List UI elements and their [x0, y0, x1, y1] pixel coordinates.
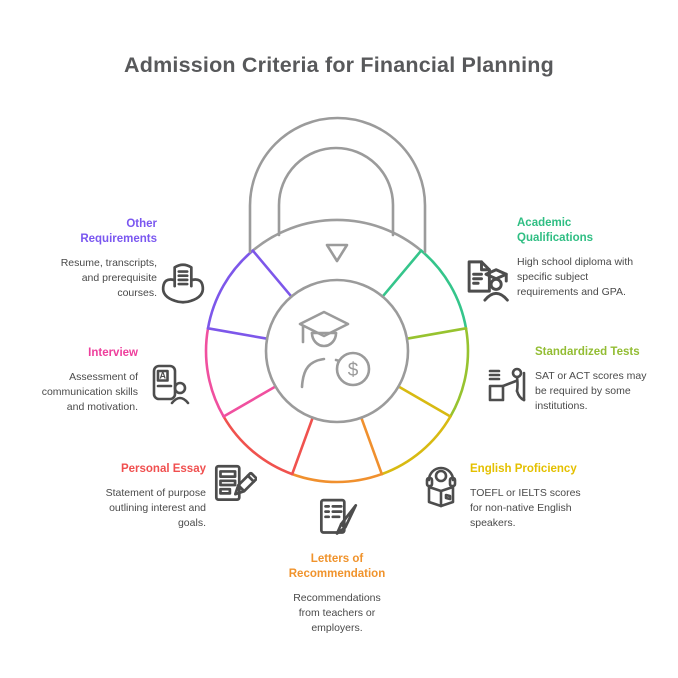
ring-divider — [397, 385, 452, 418]
section-heading: Standardized Tests — [535, 346, 640, 358]
inner-circle — [264, 278, 410, 424]
exam-desk-icon — [488, 367, 526, 402]
section-interview: Interview Assessment of communication sk… — [34, 346, 138, 416]
dollar-coin — [335, 351, 371, 387]
graduate-money-icon: $ — [298, 310, 371, 389]
headphones-book-icon — [425, 466, 457, 508]
section-heading: Letters of Recommendation — [288, 553, 386, 580]
dollar-symbol: $ — [348, 360, 359, 381]
ring-divider — [359, 416, 384, 476]
section-english-proficiency: English Proficiency TOEFL or IELTS score… — [470, 462, 584, 532]
ring-divider — [290, 416, 315, 476]
ring-segment-personal-essay — [222, 415, 294, 476]
ring-segment-english-proficiency — [380, 415, 452, 476]
ring-divider — [251, 249, 293, 298]
section-description: Resume, transcripts, and prerequisite co… — [60, 256, 157, 300]
ring-segment-other-requirements — [206, 249, 255, 330]
section-description: Recommendations from teachers or employe… — [293, 591, 381, 635]
section-other-requirements: Other Requirements Resume, transcripts, … — [47, 217, 157, 302]
section-description: Statement of purpose outlining interest … — [105, 486, 206, 530]
section-standardized-tests: Standardized Tests SAT or ACT scores may… — [535, 345, 649, 415]
ring-divider — [222, 385, 277, 418]
diploma-graduate-icon — [467, 260, 509, 302]
section-description: High school diploma with specific subjec… — [517, 255, 634, 299]
shackle-inner-arc — [277, 146, 395, 237]
ring-segment-top-gray — [251, 218, 423, 252]
page-title: Admission Criteria for Financial Plannin… — [124, 53, 554, 77]
section-academic-qualifications: Academic Qualifications High school dipl… — [517, 216, 635, 301]
section-heading: English Proficiency — [470, 463, 577, 475]
ring-segment-interview — [204, 327, 225, 418]
resume-hands-icon — [161, 263, 205, 304]
ring-divider — [206, 326, 269, 341]
flashcard-person-icon: A — [152, 364, 190, 405]
section-heading: Personal Essay — [120, 463, 206, 475]
ring-divider — [405, 326, 468, 341]
criteria-ring — [204, 218, 470, 484]
section-letters-of-recommendation: Letters of Recommendation Recommendation… — [267, 552, 407, 637]
section-heading: Interview — [88, 347, 138, 359]
section-heading: Academic Qualifications — [517, 217, 594, 244]
letter-pen-icon — [319, 498, 358, 535]
shackle-outer-arc — [248, 116, 427, 254]
ring-segment-letters-of-recommendation — [290, 472, 384, 484]
section-description: Assessment of communication skills and m… — [41, 370, 138, 414]
padlock-outline: $ — [248, 116, 427, 424]
letter-a-glyph: A — [159, 371, 166, 381]
ring-segment-standardized-tests — [449, 327, 470, 418]
ring-segment-academic-qualifications — [419, 249, 468, 330]
ring-divider — [381, 249, 423, 298]
keyhole-triangle-icon — [325, 243, 349, 263]
section-description: SAT or ACT scores may be required by som… — [535, 369, 647, 413]
section-heading: Other Requirements — [80, 218, 157, 245]
section-description: TOEFL or IELTS scores for non-native Eng… — [470, 486, 581, 530]
essay-pencil-icon — [214, 464, 257, 501]
section-personal-essay: Personal Essay Statement of purpose outl… — [96, 462, 206, 532]
